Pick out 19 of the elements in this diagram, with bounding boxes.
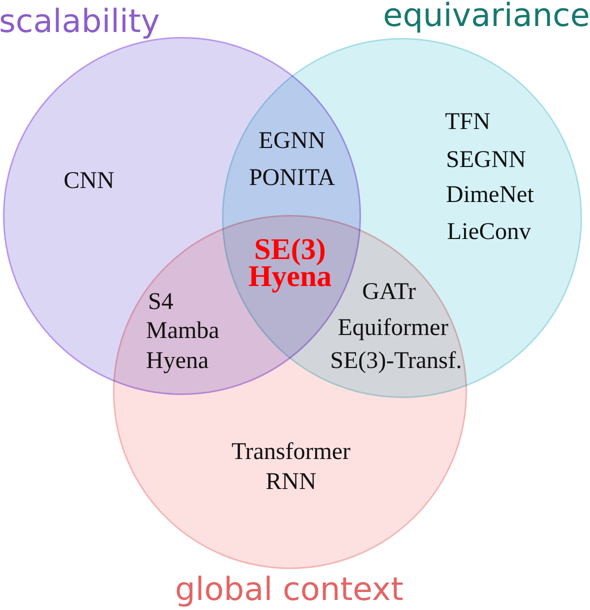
model-name: SE(3)-Transf.: [330, 348, 462, 374]
model-name: Transformer: [231, 438, 351, 466]
model-name: Equiformer: [338, 314, 448, 342]
set-label: equivariance: [383, 0, 590, 31]
model-name: Hyena: [146, 348, 209, 374]
model-name: S4: [148, 288, 174, 316]
model-name: PONITA: [248, 164, 336, 192]
set-label: global context: [175, 573, 404, 605]
set-label: scalability: [0, 5, 160, 37]
model-name: Mamba: [146, 318, 220, 344]
model-name: GATr: [362, 278, 416, 306]
model-name: TFN: [445, 108, 490, 136]
model-name: EGNN: [258, 128, 326, 154]
model-name: SEGNN: [446, 146, 526, 174]
model-name: RNN: [266, 468, 316, 496]
model-name: LieConv: [447, 218, 531, 246]
model-name: CNN: [64, 168, 114, 194]
model-name: DimeNet: [446, 182, 534, 208]
highlighted-model-name: SE(3) Hyena: [248, 236, 332, 290]
